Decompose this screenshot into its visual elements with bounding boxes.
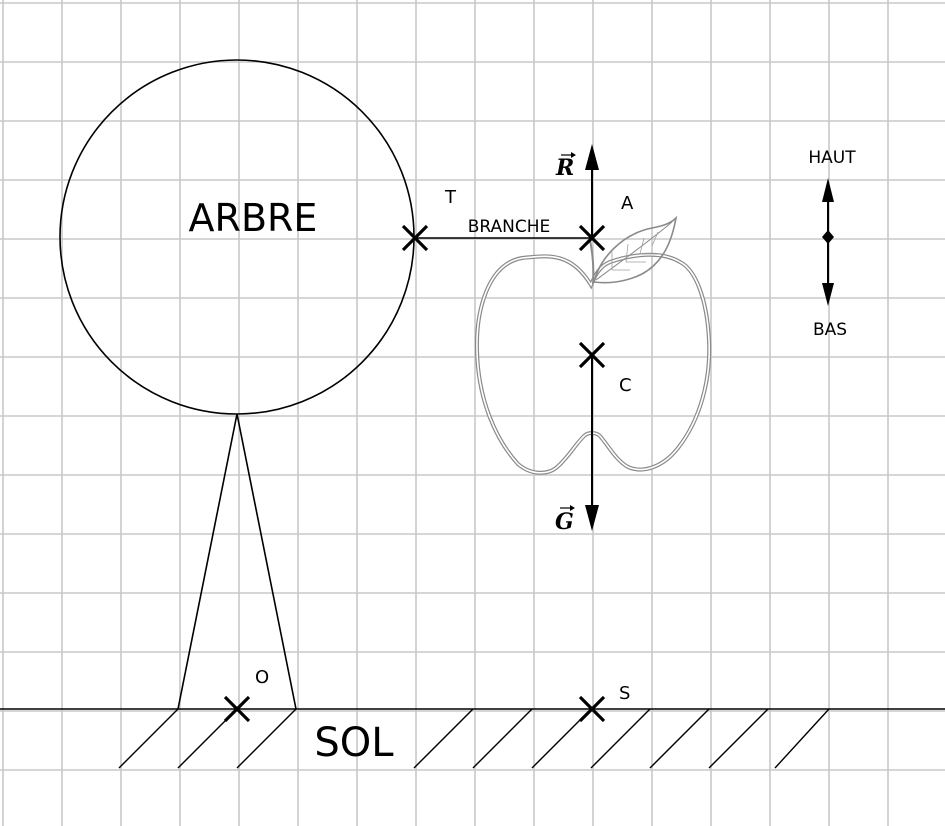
point-t-label: T [444, 187, 457, 208]
point-s-label: S [619, 683, 630, 704]
point-o-label: O [255, 667, 269, 688]
point-c-marker [578, 341, 606, 369]
point-o-marker [223, 695, 251, 723]
vector-r-label-group: R [555, 152, 576, 181]
down-label: BAS [813, 320, 847, 340]
tree-trunk [177, 413, 297, 710]
vector-g-arrow [585, 355, 599, 531]
point-s-marker [578, 695, 606, 723]
apple-drawing [474, 215, 712, 475]
down-arrowhead [822, 283, 834, 306]
up-label: HAUT [808, 148, 856, 168]
ground-label: SOL [314, 720, 394, 766]
point-t-marker [401, 224, 429, 252]
branch-label: BRANCHE [468, 217, 551, 237]
vector-g-label-group: G [555, 505, 575, 535]
up-arrowhead [822, 178, 834, 202]
point-c-label: C [619, 375, 632, 396]
direction-indicator [822, 178, 834, 306]
vector-r-label: R [555, 155, 574, 181]
apple-stem [589, 239, 595, 285]
ground-hatching [118, 708, 830, 769]
vector-r-arrow [585, 144, 599, 238]
center-diamond [822, 230, 834, 244]
point-a-marker [578, 224, 606, 252]
point-a-label: A [621, 193, 634, 214]
apple-leaf [593, 215, 678, 284]
tree-label: ARBRE [189, 196, 318, 240]
vector-g-label: G [555, 509, 574, 535]
